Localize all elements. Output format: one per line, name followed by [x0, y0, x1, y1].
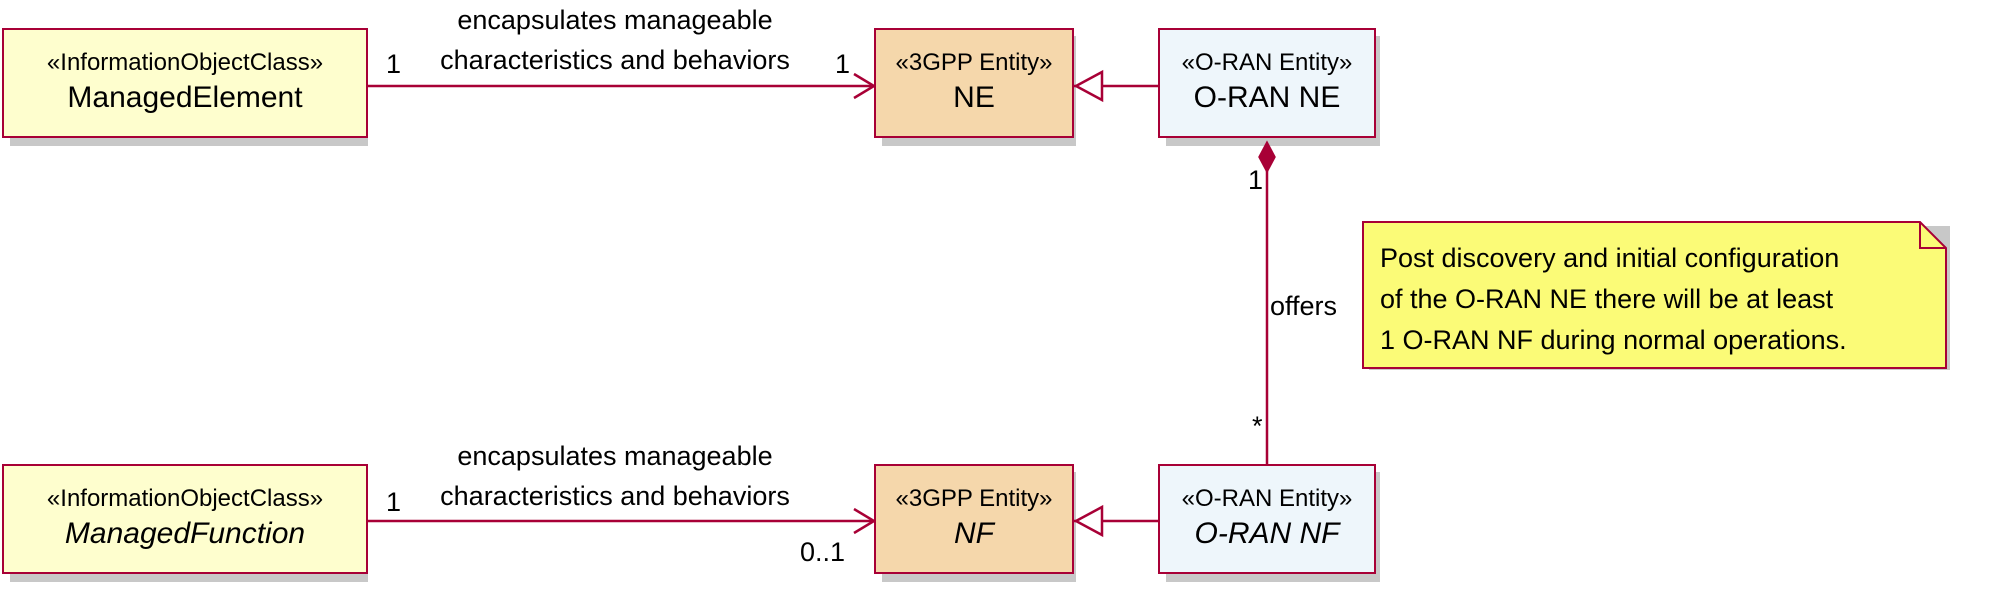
managed-function-class[interactable]: «InformationObjectClass» ManagedFunction: [2, 464, 368, 574]
note-line-3: 1 O-RAN NF during normal operations.: [1380, 325, 1847, 355]
top-association-label-line2: characteristics and behaviors: [440, 45, 790, 75]
top-target-multiplicity: 1: [835, 49, 851, 79]
managed-function-name: ManagedFunction: [64, 517, 306, 550]
oran-ne-stereotype: «O-RAN Entity»: [1181, 49, 1353, 76]
composition-diamond: [1258, 140, 1276, 174]
managed-element-name: ManagedElement: [67, 81, 303, 114]
ne-class[interactable]: «3GPP Entity» NE: [874, 28, 1074, 138]
bottom-source-multiplicity: 1: [386, 487, 402, 517]
oran-ne-class[interactable]: «O-RAN Entity» O-RAN NE: [1158, 28, 1376, 138]
nf-stereotype: «3GPP Entity»: [895, 485, 1053, 512]
top-association-label: encapsulates manageable characteristics …: [405, 0, 825, 80]
bottom-association-label-line2: characteristics and behaviors: [440, 481, 790, 511]
oran-ne-name: O-RAN NE: [1193, 81, 1341, 114]
oran-nf-stereotype: «O-RAN Entity»: [1181, 485, 1353, 512]
ne-name: NE: [953, 81, 995, 114]
bottom-target-multiplicity: 0..1: [800, 537, 846, 567]
offers-source-multiplicity: 1: [1248, 165, 1264, 195]
oran-ne-generalization-arrowhead: [1073, 69, 1104, 103]
nf-name: NF: [954, 517, 994, 550]
note-body: [1362, 221, 1947, 369]
top-association-label-line1: encapsulates manageable: [457, 5, 773, 35]
note-line-2: of the O-RAN NE there will be at least: [1380, 284, 1834, 314]
managed-element-class[interactable]: «InformationObjectClass» ManagedElement: [2, 28, 368, 138]
managed-element-stereotype: «InformationObjectClass»: [46, 49, 324, 76]
oran-nf-generalization-arrowhead: [1073, 504, 1104, 538]
bottom-association-label: encapsulates manageable characteristics …: [405, 436, 825, 516]
bottom-association-label-line1: encapsulates manageable: [457, 441, 773, 471]
nf-class[interactable]: «3GPP Entity» NF: [874, 464, 1074, 574]
note-fold: [1919, 222, 1946, 249]
top-source-multiplicity: 1: [386, 49, 402, 79]
managed-function-stereotype: «InformationObjectClass»: [46, 485, 324, 512]
note-line-1: Post discovery and initial configuration: [1380, 243, 1840, 273]
ne-stereotype: «3GPP Entity»: [895, 49, 1053, 76]
note-text: Post discovery and initial configuration…: [1380, 238, 1847, 361]
offers-target-multiplicity: *: [1252, 411, 1263, 441]
offers-label: offers: [1270, 291, 1338, 321]
oran-nf-class[interactable]: «O-RAN Entity» O-RAN NF: [1158, 464, 1376, 574]
oran-nf-name: O-RAN NF: [1194, 517, 1340, 550]
